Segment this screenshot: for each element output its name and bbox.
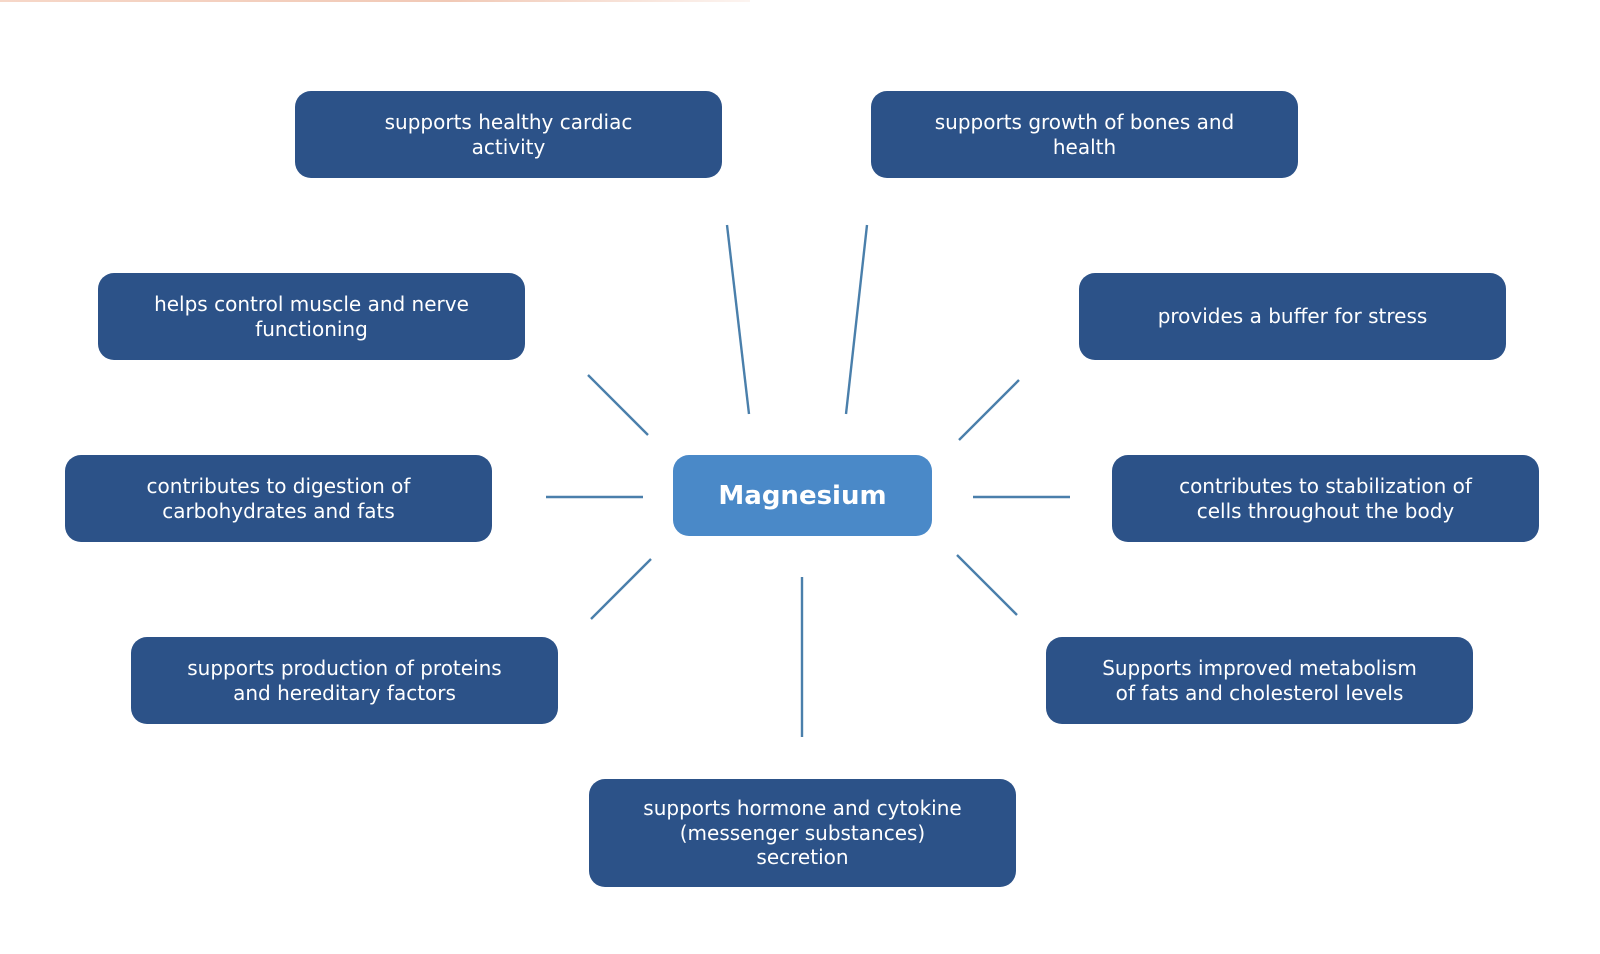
benefit-node-muscle-nerve: helps control muscle and nerve functioni… xyxy=(98,273,525,360)
benefit-node-stress: provides a buffer for stress xyxy=(1079,273,1506,360)
benefit-node-hormone: supports hormone and cytokine (messenger… xyxy=(589,779,1016,887)
benefit-node-digestion: contributes to digestion of carbohydrate… xyxy=(65,455,492,542)
top-accent-rule xyxy=(0,0,750,2)
benefit-node-cardiac: supports healthy cardiac activity xyxy=(295,91,722,178)
benefit-node-cell-stabilization: contributes to stabilization of cells th… xyxy=(1112,455,1539,542)
connector-muscle-nerve xyxy=(587,374,649,436)
center-node-magnesium: Magnesium xyxy=(673,455,932,536)
benefit-node-proteins: supports production of proteins and here… xyxy=(131,637,558,724)
connector-stress xyxy=(958,379,1020,441)
connector-metabolism xyxy=(956,554,1018,616)
connector-bones xyxy=(844,224,869,415)
connector-proteins xyxy=(590,558,652,620)
benefit-node-metabolism: Supports improved metabolism of fats and… xyxy=(1046,637,1473,724)
benefit-node-bones: supports growth of bones and health xyxy=(871,91,1298,178)
connector-cardiac xyxy=(725,224,751,415)
